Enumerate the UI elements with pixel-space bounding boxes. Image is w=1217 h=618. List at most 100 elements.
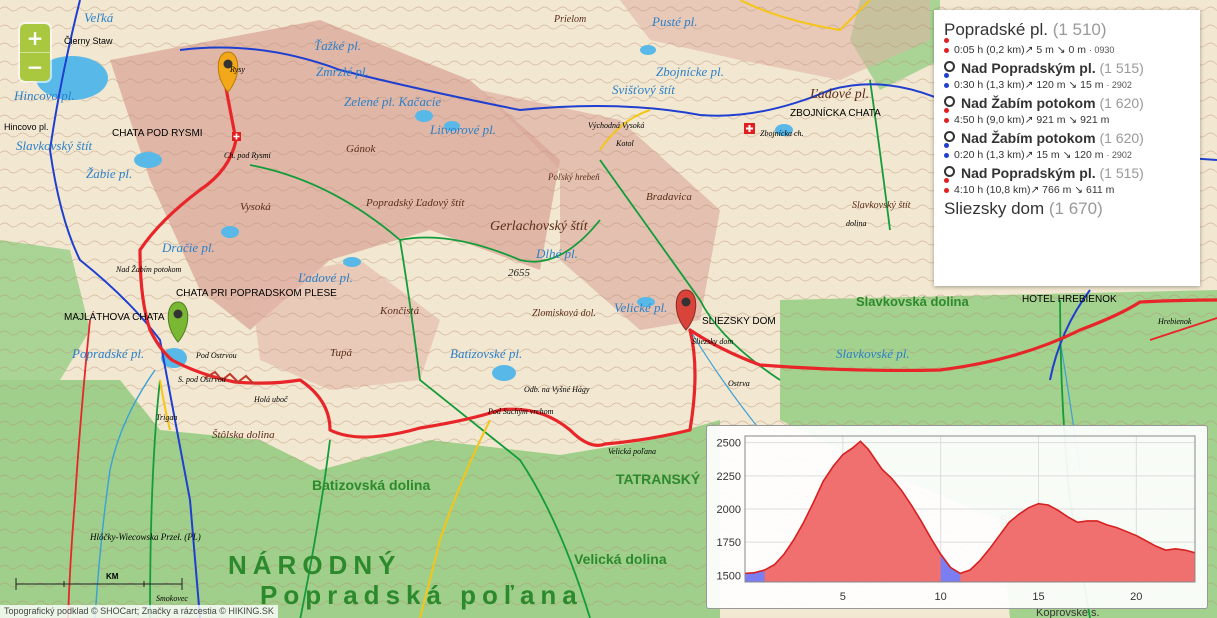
map-label: Bradavica [646,191,692,203]
map-label: Holá uboč [253,395,288,404]
segment-dot-icon [944,178,949,183]
map-label: Sliezsky dom [692,337,733,346]
segment-dot-icon [944,188,949,193]
marker-end-icon[interactable] [675,289,697,331]
segment-stats: 0:05 h (0,2 km)↗ 5 m ↘ 0 m [954,44,1089,56]
segment-stats: 4:50 h (9,0 km)↗ 921 m ↘ 921 m [954,114,1110,126]
waypoint-name: Nad Popradským pl. [961,165,1100,181]
waypoint-name: Nad Žabím potokom [961,130,1100,146]
route-segment: 0:20 h (1,3 km)↗ 15 m ↘ 120 m · 2902 [944,143,1200,162]
map-label: Litvorové pl. [429,122,496,137]
map-label: Koprovské s. [1036,607,1100,618]
segment-stats: 4:10 h (10,8 km)↗ 766 m ↘ 611 m [954,184,1115,196]
y-tick-label: 1500 [717,570,741,582]
map-label: CHATA POD RYSMI [112,128,203,139]
map-label: CHATA PRI POPRADSKOM PLESE [176,288,337,299]
map-label: Čierny Staw [64,36,113,46]
map-label: Pusté pl. [651,14,698,29]
x-tick-label: 15 [1032,591,1044,603]
map-label: Batizovská dolina [312,477,430,493]
waypoint-altitude: (1 515) [1099,165,1144,181]
map-label: Východná Vysoká [588,121,644,130]
map-label: Štôlska dolina [212,429,275,441]
segment-dot-icon [944,108,949,113]
route-end[interactable]: Sliezsky dom (1 670) [944,199,1103,218]
x-tick-label: 10 [935,591,947,603]
map-label: Smokovec [156,594,188,603]
map-label: dolina [846,219,866,228]
route-segment: 0:30 h (1,3 km)↗ 120 m ↘ 15 m · 2902 [944,73,1200,92]
route-summary-panel: Popradské pl. (1 510) 0:05 h (0,2 km)↗ 5… [934,10,1200,286]
segment-dot-icon [944,118,949,123]
map-label: HOTEL HREBIENOK [1022,294,1117,305]
map-label: Kotol [615,139,635,148]
map-label: Odb. na Vyšné Hágy [524,385,590,394]
map-label: Zelené pl. Kačacie [344,94,441,109]
segment-dot-icon [944,48,949,53]
map-label: Veľká [84,10,114,25]
map-label: Pod Suchým vrchom [487,407,554,416]
segment-dot-icon [944,153,949,158]
route-start[interactable]: Popradské pl. (1 510) [944,20,1107,39]
marker-peak-icon[interactable] [217,51,239,93]
map-label: Gerlachovský štít [490,219,589,234]
waypoint-altitude: (1 620) [1099,95,1144,111]
segment-code: · 2902 [1106,150,1132,160]
map-label: Poľský hrebeň [547,172,600,182]
map-label: Velická poľana [608,447,656,456]
map-label: Tupá [330,347,353,359]
route-segment: 4:10 h (10,8 km)↗ 766 m ↘ 611 m [944,178,1200,197]
segment-code: · 2902 [1106,80,1132,90]
waypoint-ring-icon [944,166,955,177]
map-label: Trigan [156,413,177,422]
plot-frame [744,435,1196,583]
y-tick-label: 1750 [717,537,741,549]
route-waypoint[interactable]: Nad Žabím potokom (1 620) [944,130,1200,146]
map-label: Dlhé pl. [535,246,578,261]
map-label: Vysoká [240,201,271,213]
scale-bar: KM [15,572,183,590]
map-label: Hincovo pl. [13,88,75,103]
map-label: Ťažké pl. [314,38,361,53]
map-attribution: Topografický podklad © SHOCart; Značky a… [0,605,278,618]
route-segment: 0:05 h (0,2 km)↗ 5 m ↘ 0 m · 0930 [944,38,1200,57]
map-label: Svišťový štít [612,82,675,97]
map-label: Zmrzlé pl. [316,64,369,79]
route-waypoint[interactable]: Nad Popradským pl. (1 515) [944,60,1200,76]
elevation-line [744,440,1196,575]
segment-dot-icon [944,38,949,43]
marker-start-icon[interactable] [167,301,189,343]
y-tick-label: 2000 [717,504,741,516]
map-label: Slavkovský štít [16,138,93,153]
map-label: Slavkovská dolina [856,294,969,309]
waypoint-name: Nad Žabím potokom [961,95,1100,111]
zoom-in-button[interactable]: + [26,26,44,50]
map-label: Končistá [379,305,420,317]
map-label: 2655 [508,267,531,279]
waypoint-altitude: (1 620) [1099,130,1144,146]
scale-label: KM [106,572,119,581]
map-label: TATRANSKÝ [616,470,701,487]
route-segment: 4:50 h (9,0 km)↗ 921 m ↘ 921 m [944,108,1200,127]
map-label: Zbojnícka ch. [760,129,804,138]
route-waypoint[interactable]: Nad Popradským pl. (1 515) [944,165,1200,181]
waypoint-altitude: (1 515) [1099,60,1144,76]
map-label: ZBOJNÍCKA CHATA [790,106,881,119]
map-label: Ostrva [728,379,750,388]
route-waypoint[interactable]: Nad Žabím potokom (1 620) [944,95,1200,111]
map-label: Zbojnícke pl. [656,64,724,79]
map-label: Žabie pl. [86,166,132,181]
map-label: Ľadové pl. [809,87,869,102]
map-label: Ľadové pl. [297,270,353,285]
zoom-out-button[interactable]: − [20,52,50,81]
waypoint-ring-icon [944,96,955,107]
y-tick-label: 2250 [717,471,741,483]
segment-stats: 0:20 h (1,3 km)↗ 15 m ↘ 120 m [954,149,1107,161]
map-label: Nad Žabím potokom [115,264,182,274]
map-label: Prielom [553,14,586,25]
x-tick-label: 20 [1130,591,1142,603]
map-label: Hincovo pl. [4,122,49,132]
map-label: Gánok [346,143,376,155]
map-label: Hrebienok [1157,317,1192,326]
